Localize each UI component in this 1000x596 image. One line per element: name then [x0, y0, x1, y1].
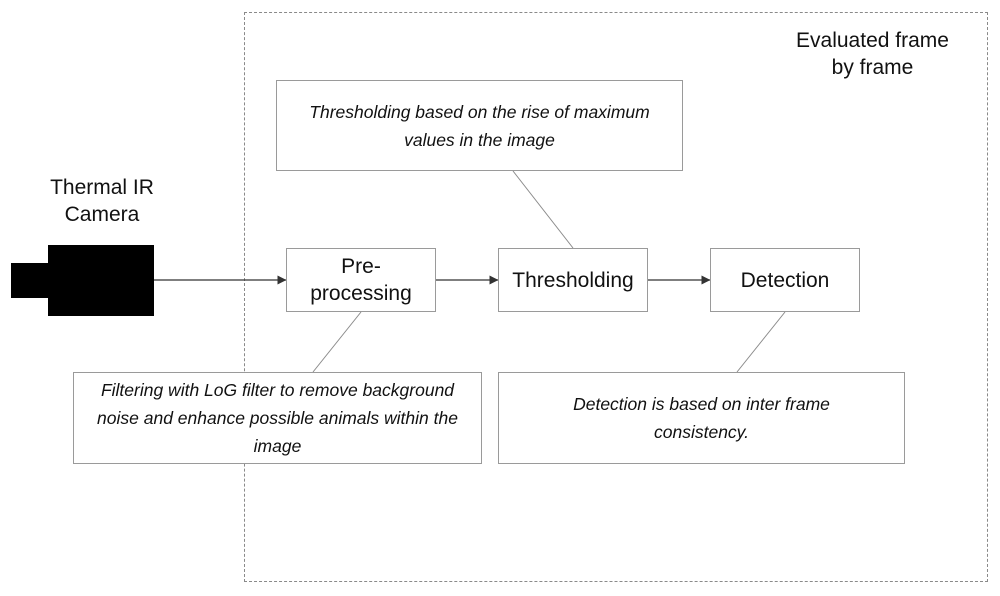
thresholding-note-text: Thresholding based on the rise of maximu… — [309, 101, 650, 150]
camera-lens — [11, 263, 48, 298]
preprocessing-note-text: Filtering with LoG filter to remove back… — [97, 380, 458, 456]
link-detection-note — [736, 311, 786, 373]
link-thresholding-note — [512, 170, 574, 249]
camera-body — [48, 245, 154, 316]
camera-icon — [11, 245, 154, 316]
thresholding-step: Thresholding — [498, 248, 648, 312]
preprocessing-note: Filtering with LoG filter to remove back… — [73, 372, 482, 464]
link-preprocessing-note — [312, 311, 362, 373]
detection-note: Detection is based on inter frame consis… — [498, 372, 905, 464]
thresholding-note: Thresholding based on the rise of maximu… — [276, 80, 683, 171]
camera-label: Thermal IR Camera — [50, 176, 154, 226]
detection-step: Detection — [710, 248, 860, 312]
evaluation-frame-border — [244, 12, 988, 582]
detection-step-label: Detection — [740, 268, 830, 292]
preprocessing-step: Pre- processing — [286, 248, 436, 312]
thresholding-step-label: Thresholding — [512, 268, 634, 292]
detection-note-text: Detection is based on inter frame consis… — [573, 394, 830, 442]
preprocessing-step-label: Pre- processing — [310, 255, 412, 305]
evaluation-frame-label: Evaluated frame by frame — [796, 29, 949, 79]
